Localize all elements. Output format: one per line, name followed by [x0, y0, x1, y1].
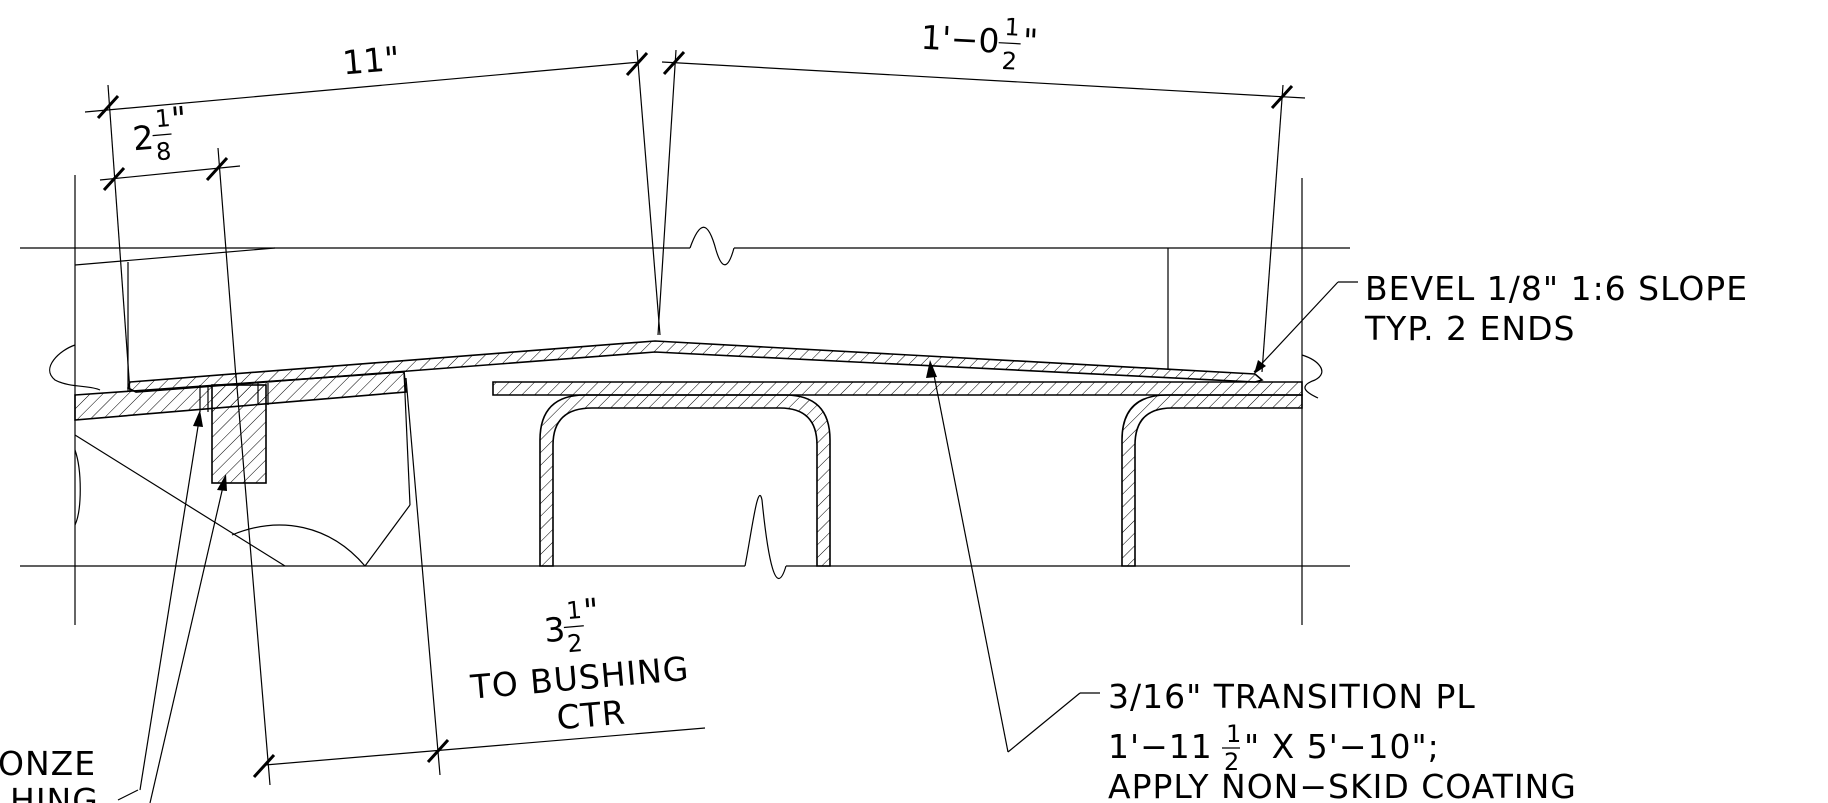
- label-transition-line3: APPLY NON−SKID COATING: [1108, 767, 1577, 803]
- dimension-1-0-den: 2: [1001, 47, 1018, 76]
- dimension-11-text: 11": [341, 39, 401, 83]
- dimension-3-half-unit: ": [582, 590, 601, 630]
- label-transition-line2a: 1'−11: [1108, 727, 1213, 766]
- label-transition-line2b: " X 5'−10";: [1244, 727, 1440, 766]
- dimension-1-0-unit: ": [1022, 21, 1039, 61]
- dimension-1-0-num: 1: [1004, 13, 1021, 42]
- label-bevel-line1: BEVEL 1/8" 1:6 SLOPE: [1365, 269, 1748, 308]
- dimension-2-eighth-num: 1: [154, 104, 172, 133]
- dimension-3-half: 3 1 2 " TO BUSHING CTR: [235, 374, 706, 786]
- bevel-leader: BEVEL 1/8" 1:6 SLOPE TYP. 2 ENDS: [1253, 269, 1748, 374]
- transition-leader: 3/16" TRANSITION PL 1'−11 1 2 " X 5'−10"…: [926, 360, 1577, 803]
- base-plate: [492, 381, 1303, 396]
- bronze-bushing: [211, 384, 267, 484]
- dimension-3-half-num: 1: [565, 596, 583, 625]
- dimension-2-eighth-unit: ": [170, 99, 189, 139]
- channel-section-right: [1121, 394, 1303, 567]
- dimension-1-0-half: 1'−0 1 2 ": [657, 13, 1306, 373]
- dimension-3-half-text: 3: [542, 609, 566, 650]
- label-bushing-partial: HING: [10, 781, 99, 803]
- dimension-3-half-den: 2: [566, 629, 584, 658]
- channel-section-left: [539, 394, 831, 567]
- label-ctr: CTR: [555, 693, 627, 738]
- label-transition-den: 2: [1224, 748, 1239, 776]
- dimension-2-eighth: 2 1 8 ": [99, 99, 241, 379]
- dimension-11: 11": [84, 39, 661, 393]
- dimension-1-0-text: 1'−0: [920, 18, 1001, 61]
- label-bevel-line2: TYP. 2 ENDS: [1364, 309, 1575, 348]
- dimension-2-eighth-text: 2: [131, 118, 155, 159]
- dimension-2-eighth-den: 8: [155, 137, 173, 166]
- label-transition-line1: 3/16" TRANSITION PL: [1108, 677, 1476, 716]
- bronze-bushing-leader: ONZE HING: [0, 410, 227, 803]
- label-transition-num: 1: [1226, 720, 1241, 748]
- label-bronze-partial: ONZE: [0, 744, 96, 783]
- transition-plate: [127, 340, 1264, 393]
